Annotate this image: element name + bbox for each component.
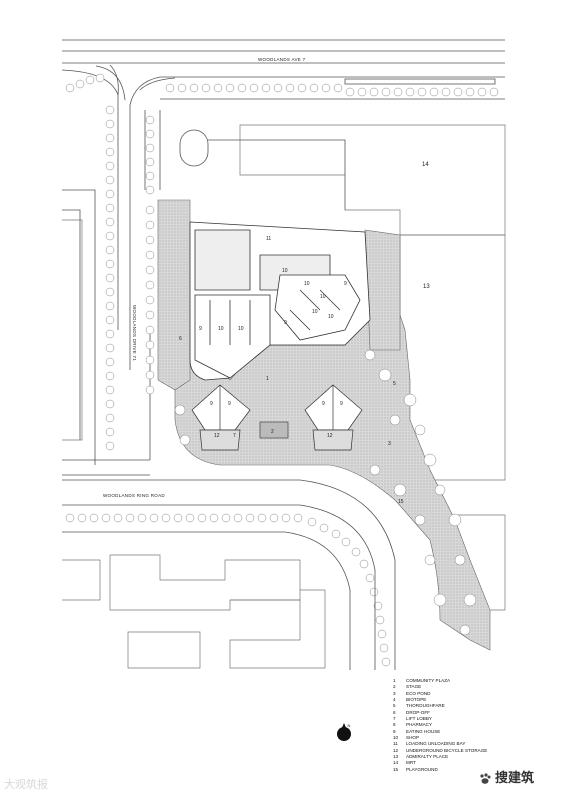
legend-item: 15 PLAYGROUND [393,767,513,773]
west-roads [61,64,346,476]
legend-number: 14 [393,760,399,766]
legend-label: PHARMACY [406,722,433,728]
legend-item: 14 MRT [393,760,513,766]
plan-number-7a: 7 [233,433,236,439]
plaza-trees [174,349,477,636]
plan-number-9b: 9 [284,320,287,326]
legend-item: 3 ECO POND [393,691,513,697]
north-arrow-label: N [348,723,351,728]
legend-label: SHOP [406,735,420,741]
plan-number-10d: 10 [312,309,318,315]
legend-label: MRT [406,760,416,766]
legend-number: 2 [393,684,396,690]
paw-icon [480,772,491,784]
plan-number-10c: 10 [320,294,326,300]
legend-number: 15 [393,766,399,772]
plan-number-15: 15 [398,499,404,505]
legend-number: 6 [393,709,396,715]
legend-number: 8 [393,722,396,728]
legend-item: 5 THOROUGHFARE [393,703,513,709]
plan-number-9g: 9 [340,401,343,407]
plan-number-9a: 9 [344,281,347,287]
plan-number-9f: 9 [322,401,325,407]
legend-label: EATING HOUSE [406,728,441,734]
plan-number-10b: 10 [304,281,310,287]
plaza-area [157,199,491,651]
legend-item: 4 BIOTOPE [393,697,513,703]
south-road [62,479,396,670]
plan-number-12a: 12 [214,433,220,439]
legend-item: 2 STAGE [393,684,513,690]
road-label-south: WOODLANDS RING ROAD [103,493,165,498]
plan-number-6: 6 [179,336,182,342]
legend-label: BIOTOPE [406,697,427,703]
legend-label: THOROUGHFARE [406,703,445,709]
legend-label: UNDERGROUND BICYCLE STORAGE [406,747,488,753]
legend-item: 13 ADMIRALTY PLACE [393,754,513,760]
plan-number-10e: 10 [328,314,334,320]
road-label-west: WOODLANDS DRIVE 71 [132,305,137,361]
legend-number: 13 [393,754,399,760]
watermark-right: 搜建筑 [478,767,534,786]
plan-number-1: 1 [266,376,269,382]
legend-number: 3 [393,690,396,696]
legend-item: 12 UNDERGROUND BICYCLE STORAGE [393,748,513,754]
kiosk-east [304,384,363,451]
legend-item: 10 SHOP [393,735,513,741]
legend-label: PLAYGROUND [406,766,438,772]
plan-number-9d: 9 [210,401,213,407]
plan-number-9e: 9 [228,401,231,407]
tree-rows [65,73,499,667]
legend-item: 9 EATING HOUSE [393,729,513,735]
legend-number: 4 [393,697,396,703]
north-road [62,39,505,100]
legend-item: 7 LIFT LOBBY [393,716,513,722]
legend-item: 1 COMMUNITY PLAZA [393,678,513,684]
legend-number: 9 [393,728,396,734]
legend-label: ADMIRALTY PLACE [406,754,449,760]
legend-label: LOADING UNLOADING BAY [406,741,466,747]
plan-number-11: 11 [266,236,271,242]
legend-label: COMMUNITY PLAZA [406,678,451,683]
plan-number-14: 14 [422,162,429,168]
legend-label: DROP-OFF [406,709,430,715]
plan-number-10f: 10 [218,326,224,332]
legend-item: 11 LOADING UNLOADING BAY [393,741,513,747]
legend-item: 8 PHARMACY [393,722,513,728]
legend-label: ECO POND [406,690,431,696]
plan-number-12b: 12 [327,433,333,439]
legend-label: STAGE [406,684,422,690]
mall-building [189,221,371,381]
plan-number-5: 5 [393,381,396,387]
legend-item: 6 DROP-OFF [393,710,513,716]
plan-number-3: 3 [388,441,391,447]
road-label-north: WOODLANDS AVE 7 [258,57,306,62]
legend-number: 5 [393,703,396,709]
plan-number-13: 13 [423,284,430,290]
legend-number: 12 [393,747,399,753]
legend-number: 7 [393,716,396,722]
plan-number-10a: 10 [282,268,288,274]
legend-number: 11 [393,741,398,747]
kiosk-west [191,384,251,451]
legend-label: LIFT LOBBY [406,716,432,722]
plan-number-10g: 10 [238,326,244,332]
stage [259,421,289,439]
watermark-left: 大观筑报 [4,778,48,791]
plan-number-9c: 9 [199,326,202,332]
plan-number-2: 2 [271,429,274,435]
north-arrow-icon: N [337,723,351,741]
buildings [62,124,506,669]
legend-number: 1 [393,678,396,683]
legend-number: 10 [393,735,399,741]
